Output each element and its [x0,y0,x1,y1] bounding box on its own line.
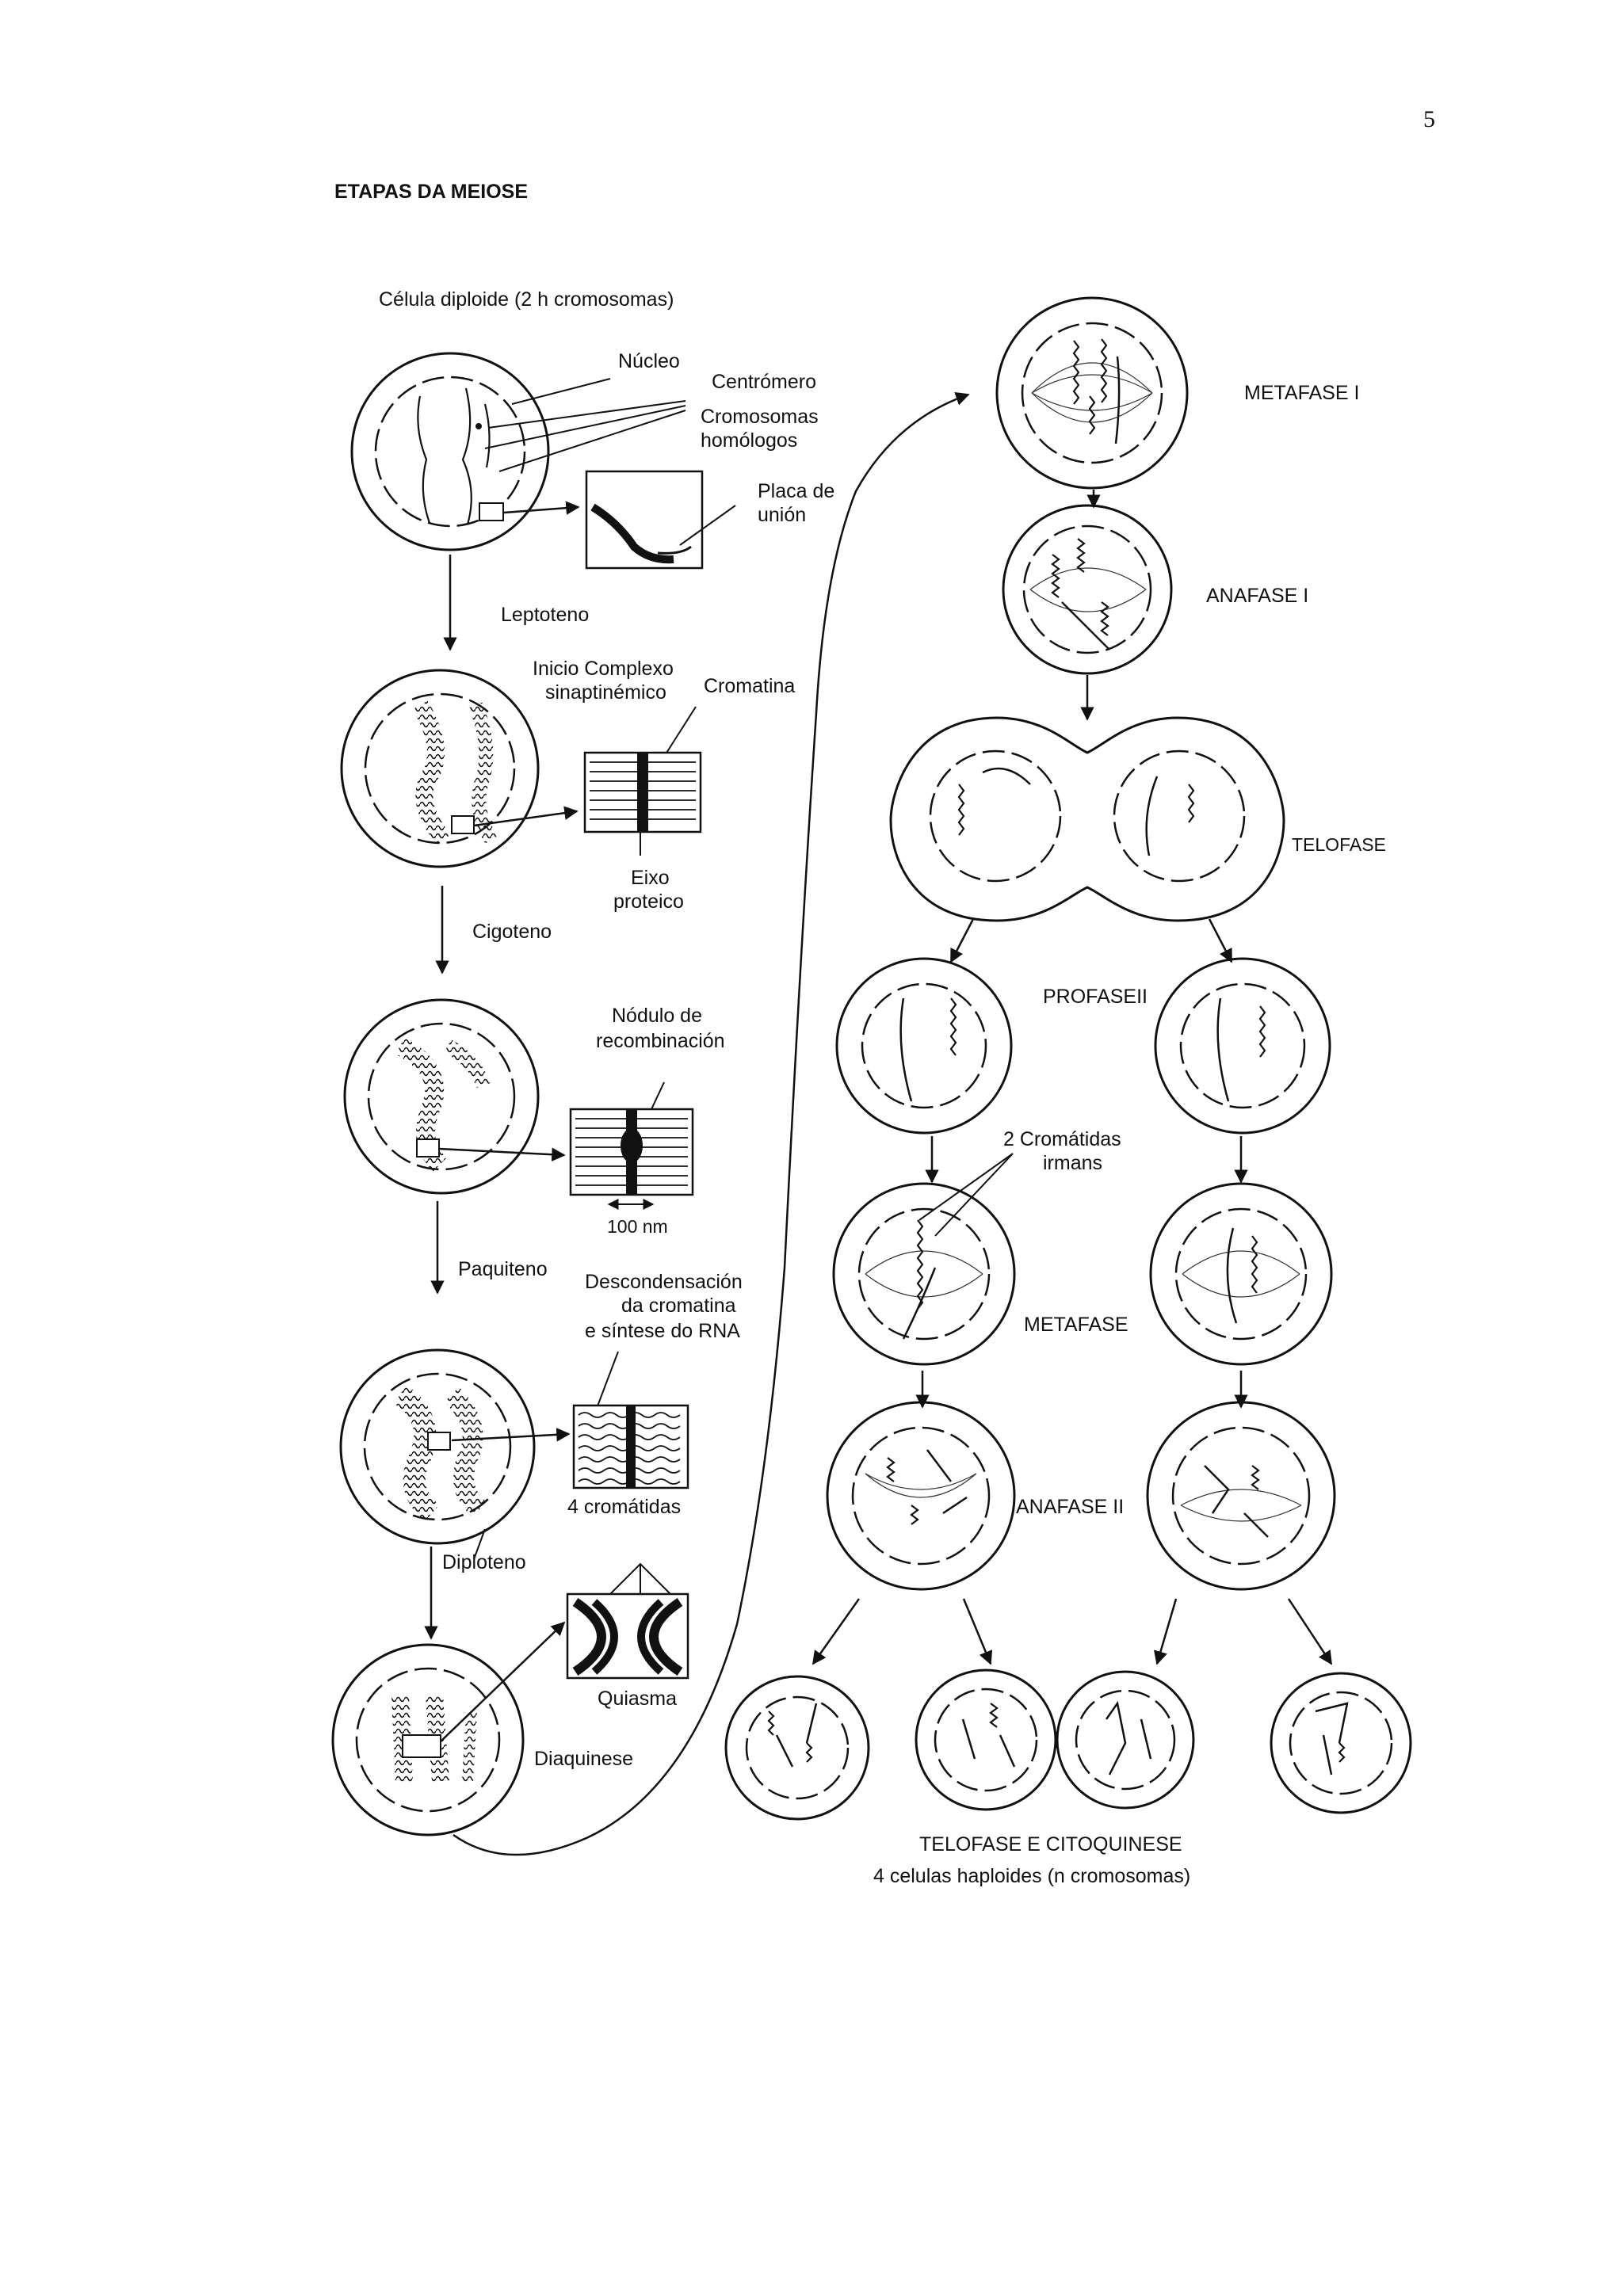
arrow-final-2 [962,1598,993,1665]
diaquinese-zoom-arrow [440,1621,566,1742]
arrow-to-prophase-2-left [949,918,975,963]
stage-paquiteno: Paquiteno [458,1258,548,1280]
diaquinese-cell [331,1643,525,1836]
leptoteno-cell [340,669,540,868]
stage-metaphase-2: METAFASE [1024,1314,1128,1336]
telophase-cell [889,716,1285,922]
final-label-2: 4 celulas haploides (n cromosomas) [873,1865,1190,1887]
decondensation-detail [572,1404,689,1489]
protein-axis-label-2: proteico [613,891,684,913]
page-heading: ETAPAS DA MEIOSE [334,181,528,203]
attachment-plate-detail [585,470,736,570]
arrow-final-4 [1287,1598,1333,1665]
stage-diaquinese: Diaquinese [534,1748,633,1770]
arrow-to-prophase-2-right [1208,918,1233,963]
plate-label-2: unión [758,504,806,526]
homologous-label-1: Cromosomas [701,406,819,428]
diploid-cell [350,352,550,551]
anaphase-2-cell-left [826,1401,1016,1591]
metaphase-1-cell [995,296,1189,490]
recombination-detail [569,1108,694,1210]
stage-anaphase-2: ANAFASE II [1016,1496,1124,1518]
synaptonemal-label-1: Inicio Complexo [533,658,674,680]
cell1-pointers [484,378,686,515]
protein-axis-label-1: Eixo [631,867,670,889]
sister-chromatids-label-1: 2 Cromátidas [1003,1128,1121,1150]
chromatin-label: Cromatina [704,675,795,697]
sister-chromatids-label-2: irmans [1043,1152,1102,1174]
scale-label: 100 nm [607,1216,668,1237]
final-label-1: TELOFASE E CITOQUINESE [919,1833,1182,1855]
decondensation-label-2: da cromatina [621,1295,736,1317]
chromatin-pointer [663,706,697,757]
cigoteno-zoom-arrow [438,1147,566,1161]
chiasma-label: Quiasma [598,1688,677,1710]
prophase-2-cell-left [835,957,1013,1135]
metaphase-2-cell-left [832,1182,1016,1366]
recombination-label-1: Nódulo de [612,1005,702,1027]
paquiteno-zoom-arrow [451,1428,571,1442]
decondensation-pointer [595,1351,619,1411]
cigoteno-cell [343,998,540,1195]
four-chromatids-label: 4 cromátidas [567,1496,681,1518]
metaphase-2-cell-right [1149,1182,1333,1366]
haploid-cell-2 [915,1669,1057,1811]
plate-label-1: Placa de [758,480,834,502]
decondensation-label-1: Descondensación [585,1271,743,1293]
arrow-final-1 [812,1598,861,1665]
haploid-cell-3 [1056,1670,1195,1810]
transition-curve-arrow [453,391,970,1856]
arrow-final-3 [1154,1598,1178,1665]
recombination-label-2: recombinación [596,1030,725,1052]
sister-chromatids-pointer-2 [934,1153,1014,1237]
stage-leptoteno: Leptoteno [501,604,589,626]
synaptonemal-label-2: sinaptinémico [545,681,666,704]
haploid-cell-4 [1270,1672,1412,1814]
stage-anaphase-1: ANAFASE I [1206,585,1308,607]
stage-metaphase-1: METAFASE I [1244,382,1359,404]
diploid-cell-label: Célula diploide (2 h cromosomas) [379,288,674,311]
stage-cigoteno: Cigoteno [472,921,552,943]
prophase-2-cell-right [1154,957,1331,1135]
synaptonemal-detail [583,751,702,856]
nucleus-label: Núcleo [618,350,680,372]
anaphase-2-cell-right [1146,1401,1336,1591]
page-number: 5 [1423,106,1435,132]
paquiteno-cell [339,1348,536,1545]
stage-telophase: TELOFASE [1292,834,1386,855]
centromere-label: Centrómero [712,371,816,393]
chiasma-detail [566,1562,689,1680]
sister-chromatids-pointer-1 [918,1153,1014,1221]
stage-diploteno: Diploteno [442,1551,526,1573]
leptoteno-zoom-arrow [473,806,579,827]
anaphase-1-cell [1002,504,1173,675]
stage-prophase-2: PROFASEII [1043,986,1148,1008]
diploteno-tick [473,1528,486,1560]
homologous-label-2: homólogos [701,429,797,452]
decondensation-label-3: e síntese do RNA [585,1320,740,1342]
haploid-cell-1 [724,1675,870,1821]
